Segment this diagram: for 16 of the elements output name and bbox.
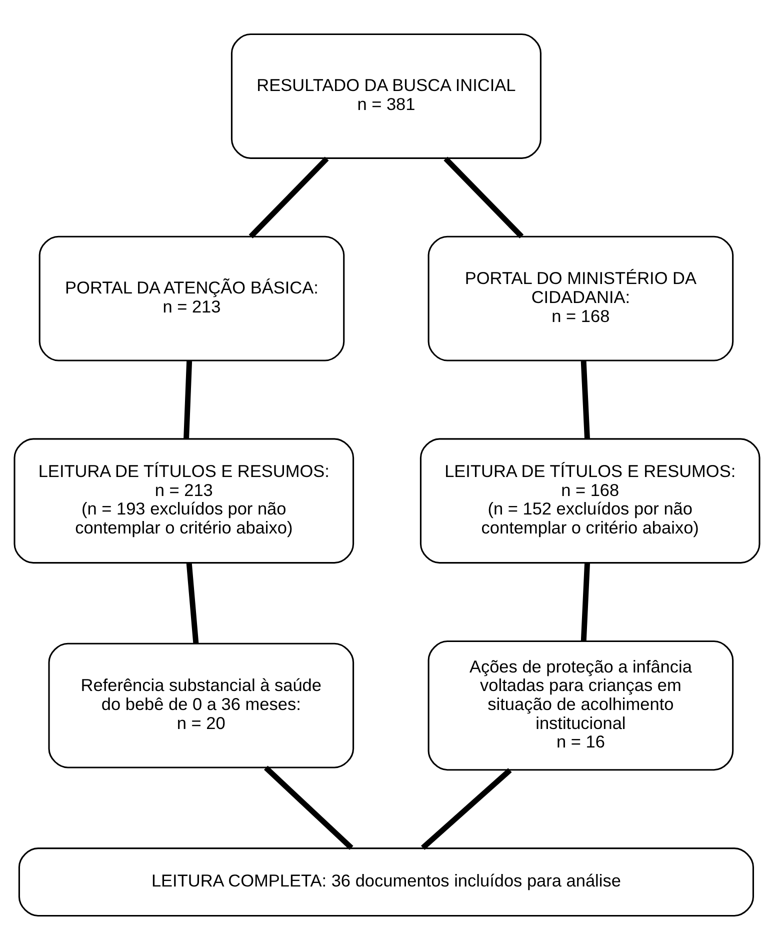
connector [184,360,192,438]
connector [248,156,329,238]
node-box: LEITURA COMPLETA: 36 documentos incluídos para análise [18,847,754,916]
node-box: LEITURA DE TÍTULOS E RESUMOS: n = 168 (n = 152 excluídos por não contemplar o critério abaixo) [420,438,760,564]
node-box: Referência substancial à saúde do bebê de 0 a 36 meses: n = 20 [48,642,354,768]
node-box: RESULTADO DA BUSCA INICIAL n = 381 [230,33,542,158]
connector [420,768,512,850]
connector [186,562,199,644]
connector [580,360,590,438]
node-box: PORTAL DA ATENÇÃO BÁSICA: n = 213 [38,235,345,361]
node-box: PORTAL DO MINISTÉRIO DA CIDADANIA: n = 168 [428,235,734,361]
node-box: Ações de proteção a infância voltadas para crianças em situação de acolhimento institucional n = 16 [428,640,734,770]
connector [580,562,590,640]
connector [264,765,354,850]
connector [444,156,524,238]
node-box: LEITURA DE TÍTULOS E RESUMOS: n = 213 (n = 193 excluídos por não contemplar o critério abaixo) [14,438,354,564]
